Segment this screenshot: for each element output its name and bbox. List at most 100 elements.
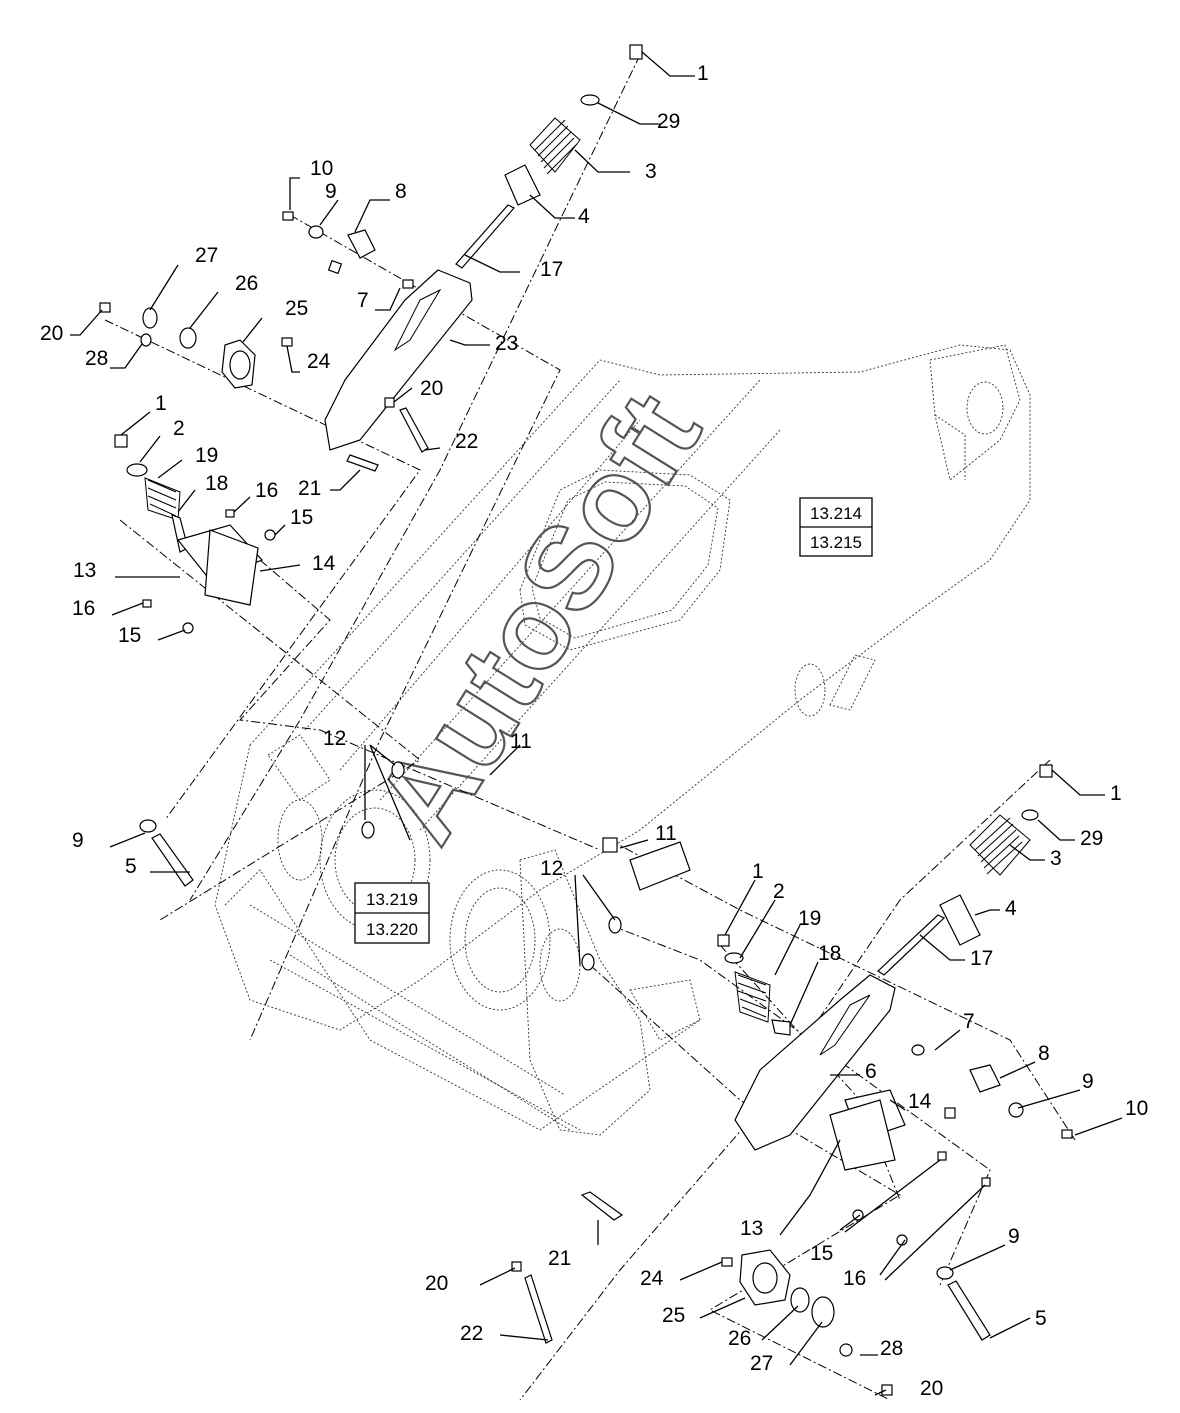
bolt-5-left	[151, 833, 194, 887]
callouts: 1 29 3 4 17 10 9 8 7 27 26 25 24 20 28 2…	[40, 62, 1148, 1400]
plate-8-top	[347, 229, 376, 259]
bolt-1-right	[1039, 764, 1053, 778]
callout-1: 1	[155, 392, 167, 415]
pin-22-bottom	[524, 1274, 553, 1344]
callout-4: 4	[1005, 897, 1017, 920]
rod-17-right	[877, 914, 946, 976]
bolt-11-right	[602, 837, 618, 853]
nut-16-left-top	[225, 509, 235, 518]
callout-24: 24	[640, 1267, 664, 1290]
callout-17: 17	[970, 947, 993, 970]
callout-23: 23	[495, 332, 518, 355]
callout-9: 9	[72, 829, 84, 852]
callout-3: 3	[1050, 847, 1062, 870]
callout-10: 10	[1125, 1097, 1148, 1120]
callout-5: 5	[1035, 1307, 1047, 1330]
callout-13: 13	[740, 1217, 763, 1240]
callout-14: 14	[312, 552, 336, 575]
callout-29: 29	[1080, 827, 1103, 850]
callout-11: 11	[510, 730, 532, 753]
callout-26: 26	[728, 1327, 751, 1350]
callout-5: 5	[125, 855, 137, 878]
plate-8-right	[969, 1064, 1001, 1093]
grease-fitting-24-top	[281, 337, 293, 347]
washer-9-left	[139, 819, 157, 833]
callout-21: 21	[548, 1247, 571, 1270]
ref-13-219: 13.219	[366, 890, 418, 909]
callout-1: 1	[697, 62, 709, 85]
nut-20-bottom-left	[511, 1261, 522, 1272]
nut-7-top	[327, 259, 343, 275]
nut-20-mid	[384, 397, 395, 408]
bolt-5-right	[947, 1280, 991, 1341]
callout-6: 6	[865, 1060, 877, 1083]
washer-2-right	[724, 952, 744, 964]
callout-16: 16	[255, 479, 278, 502]
callout-19: 19	[195, 444, 218, 467]
bolt-10-right	[1061, 1129, 1073, 1139]
callout-3: 3	[645, 160, 657, 183]
callout-29: 29	[657, 110, 680, 133]
washer-9-right	[1008, 1102, 1024, 1118]
pin-12-left-a	[391, 761, 405, 779]
bearing-25-bottom	[739, 1249, 791, 1306]
spring-19-left	[144, 477, 181, 521]
bearing-25-top	[221, 339, 256, 389]
callout-19: 19	[798, 907, 821, 930]
lower-right-assembly	[511, 764, 1073, 1396]
callout-16: 16	[843, 1267, 866, 1290]
bolt-21-top	[346, 454, 379, 472]
snap-ring-27-top	[142, 307, 158, 329]
callout-28: 28	[880, 1337, 903, 1360]
callout-12: 12	[323, 727, 346, 750]
bolt-1-left	[114, 434, 128, 448]
pin-12-right-b	[581, 953, 595, 971]
spacer-28-bottom	[839, 1343, 853, 1357]
callout-7: 7	[963, 1010, 975, 1033]
callout-9: 9	[1082, 1070, 1094, 1093]
plate-13-right	[829, 1099, 896, 1171]
callout-18: 18	[818, 942, 841, 965]
callout-2: 2	[173, 417, 185, 440]
callout-15: 15	[118, 624, 141, 647]
reference-box-top: 13.214 13.215	[799, 497, 873, 557]
sleeve-4-top	[504, 164, 541, 206]
watermark: AutoSoft	[350, 371, 726, 863]
bolt-1-right-small	[717, 934, 730, 947]
leader-lines	[70, 51, 1123, 1396]
reference-box-mid: 13.219 13.220	[354, 882, 430, 944]
callout-16: 16	[72, 597, 95, 620]
upper-left-assembly	[99, 44, 643, 887]
callout-13: 13	[73, 559, 96, 582]
rod-17-top	[455, 204, 515, 269]
ref-13-214: 13.214	[810, 504, 862, 523]
bolt-10-top	[282, 211, 294, 221]
callout-8: 8	[1038, 1042, 1050, 1065]
callout-17: 17	[540, 258, 563, 281]
washer-2-left	[126, 463, 148, 477]
callout-7: 7	[357, 289, 369, 312]
callout-14: 14	[908, 1090, 932, 1113]
callout-25: 25	[285, 297, 308, 320]
pin-12-right-a	[608, 916, 622, 934]
callout-25: 25	[662, 1304, 685, 1327]
callout-15: 15	[810, 1242, 833, 1265]
ref-13-215: 13.215	[810, 533, 862, 552]
pin-7-top	[402, 279, 414, 289]
callout-28: 28	[85, 347, 108, 370]
nut-16-right-a	[937, 1151, 947, 1161]
callout-9: 9	[325, 180, 337, 203]
guide-14-left	[204, 529, 259, 606]
bolt-1-top	[629, 44, 643, 60]
washer-26-bottom	[790, 1287, 810, 1313]
nut-16-left-bottom	[142, 599, 152, 608]
callout-20: 20	[425, 1272, 448, 1295]
callout-27: 27	[195, 244, 218, 267]
callout-24: 24	[307, 350, 331, 373]
callout-22: 22	[455, 430, 478, 453]
callout-4: 4	[578, 205, 590, 228]
pin-22-top	[399, 407, 429, 453]
callout-22: 22	[460, 1322, 483, 1345]
